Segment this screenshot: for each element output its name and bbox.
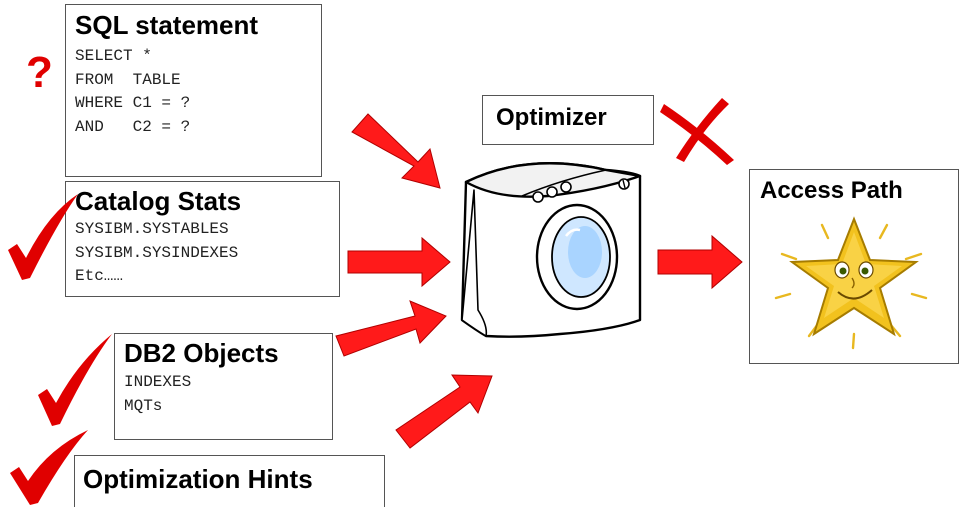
db2-objects-box: DB2 Objects INDEXES MQTs <box>114 333 333 440</box>
access-path-title: Access Path <box>760 177 903 204</box>
check-icon <box>38 334 112 426</box>
sql-statement-title: SQL statement <box>75 10 259 40</box>
arrow-hints-to-optimizer <box>395 374 493 449</box>
arrow-objects-to-optimizer <box>335 300 447 357</box>
catalog-line: SYSIBM.SYSINDEXES <box>75 243 239 262</box>
optimization-hints-title: Optimization Hints <box>83 464 313 494</box>
objects-line: MQTs <box>124 396 163 415</box>
sql-statement-box: SQL statement SELECT * FROM TABLE WHERE … <box>65 4 322 177</box>
db2-objects-title: DB2 Objects <box>124 338 279 368</box>
washing-machine-icon <box>460 162 642 338</box>
catalog-line: SYSIBM.SYSTABLES <box>75 220 229 238</box>
cross-icon <box>660 98 734 165</box>
optimizer-label: Optimizer <box>496 104 607 131</box>
objects-line: INDEXES <box>124 373 192 391</box>
optimizer-label-box: Optimizer <box>482 95 654 145</box>
sql-line: WHERE C1 = ? <box>75 94 191 112</box>
sql-line: AND C2 = ? <box>75 117 191 136</box>
smiling-star-icon <box>774 216 928 350</box>
arrow-sql-to-optimizer <box>351 113 441 189</box>
optimization-hints-box: Optimization Hints <box>74 455 385 507</box>
catalog-stats-title: Catalog Stats <box>75 186 242 216</box>
arrow-catalog-to-optimizer <box>347 236 451 288</box>
check-icon <box>10 430 88 505</box>
sql-line: FROM TABLE <box>75 70 181 89</box>
arrow-optimizer-to-access-path <box>657 234 743 290</box>
catalog-stats-box: Catalog Stats SYSIBM.SYSTABLES SYSIBM.SY… <box>65 181 340 297</box>
question-mark-icon: ? <box>26 48 53 97</box>
check-icon <box>8 194 78 280</box>
catalog-line: Etc…… <box>75 267 124 285</box>
sql-line: SELECT * <box>75 47 152 65</box>
